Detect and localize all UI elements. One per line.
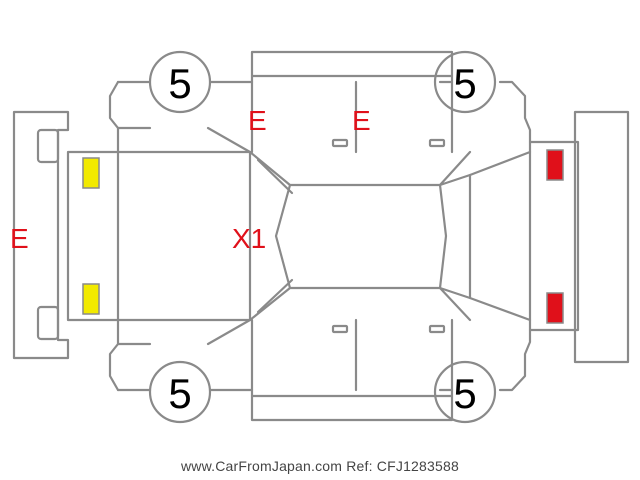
tire-grade-rear-left: 5: [168, 60, 191, 107]
tire-grade-front-right: 5: [453, 370, 476, 417]
rear-bumper: [12, 110, 70, 360]
damage-mark-rear-bumper: E: [10, 223, 29, 254]
tail-lamp-upper: [82, 157, 100, 189]
tail-lamp-lower: [82, 283, 100, 315]
damage-mark-rear-door: E: [248, 105, 267, 136]
damage-mark-center: X1: [232, 223, 266, 254]
tire-front-right: [433, 360, 497, 424]
left-side-panels: [108, 50, 532, 154]
head-lamp-lower: [546, 292, 564, 324]
right-side-panels: [108, 318, 532, 422]
tire-grade-rear-right: 5: [168, 370, 191, 417]
damage-mark-front-door: E: [352, 105, 371, 136]
body-center: [116, 150, 532, 322]
hood-panel: [528, 140, 577, 332]
tire-front-left: [433, 50, 497, 114]
footer-reference: www.CarFromJapan.com Ref: CFJ1283588: [181, 458, 459, 474]
front-bumper: [573, 110, 630, 364]
head-lamp-upper: [546, 149, 564, 181]
tire-rear-right: [148, 360, 212, 424]
tire-rear-left: [148, 50, 212, 114]
tire-grade-front-left: 5: [453, 60, 476, 107]
